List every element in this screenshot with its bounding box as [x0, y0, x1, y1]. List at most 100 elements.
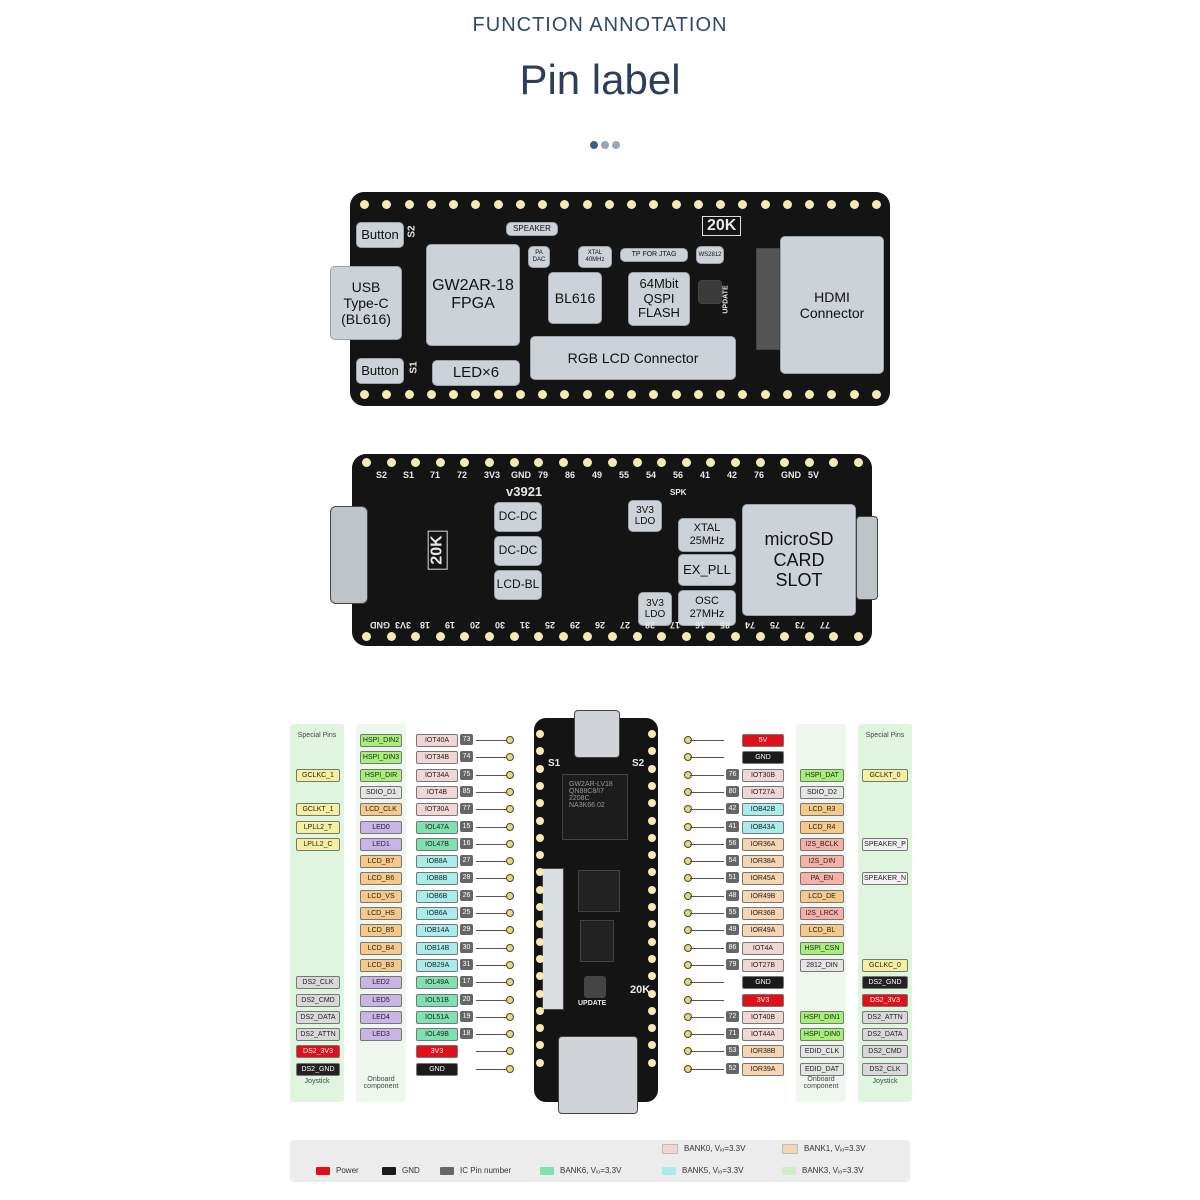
- button-bottom-label: Button: [356, 358, 404, 384]
- right-io-label: IOR38B: [742, 1045, 784, 1059]
- right-io-label: IOT27A: [742, 785, 784, 799]
- right-wire: [690, 1051, 724, 1053]
- left-wire-dot: [506, 736, 514, 744]
- right-pin-number: 42: [726, 803, 739, 815]
- top-board-pad-top: [538, 200, 548, 209]
- bottom-board-pad-bottom: [460, 632, 470, 641]
- left-special-pin-label: DS2_CMD: [296, 993, 340, 1007]
- bottom-board-pad-top: [681, 458, 691, 467]
- top-board-pad-top: [782, 200, 792, 209]
- left-io-label: IOB6A: [416, 907, 458, 920]
- bottom-board-bottom-pin-label: GND: [370, 620, 390, 630]
- pinmap-s1-label: S1: [548, 758, 561, 769]
- bottom-board-bottom-pin-label: 77: [820, 620, 831, 630]
- bottom-board-bottom-pin-label: 73: [795, 620, 806, 630]
- top-board-pad-bottom: [471, 390, 481, 399]
- left-special-pin-label: DS2_ATTN: [296, 1028, 340, 1042]
- pinmap-board-pad-right: [648, 799, 656, 808]
- bottom-board-top-pin-label: 71: [430, 470, 441, 480]
- left-joystick-title: Joystick: [304, 1078, 330, 1085]
- left-wire: [476, 1051, 508, 1053]
- top-board-pad-top: [649, 200, 659, 209]
- bottom-board-top-pin-label: 72: [457, 470, 468, 480]
- bottom-board-pad-top: [411, 458, 421, 467]
- left-wire-dot: [506, 805, 514, 814]
- left-wire-dot: [506, 822, 514, 831]
- left-wire-dot: [506, 909, 514, 917]
- top-board-pad-top: [872, 200, 881, 209]
- top-board-pad-bottom: [827, 390, 837, 399]
- 20k-badge: 20K: [702, 216, 742, 236]
- pinmap-board-pad-left: [536, 747, 544, 756]
- right-onboard-title: Onboard component: [803, 1076, 839, 1090]
- left-io-label: IOB8B: [416, 872, 458, 886]
- top-board-pad-bottom: [805, 390, 815, 399]
- right-io-label: IOT4A: [742, 941, 784, 955]
- microsd-slot-label: microSD CARD SLOT: [742, 504, 856, 616]
- top-board-pad-bottom: [426, 390, 436, 399]
- top-board-pad-bottom: [560, 390, 570, 399]
- flash-label: 64Mbit QSPI FLASH: [628, 272, 690, 326]
- right-io-label: IOR45A: [742, 872, 784, 886]
- left-io-label: IOB14B: [416, 941, 458, 955]
- top-board-pad-top: [449, 200, 459, 209]
- left-wire: [476, 843, 508, 845]
- pinmap-board-pad-right: [648, 747, 656, 756]
- left-component-label: LCD_B3: [360, 958, 402, 972]
- pinmap-fpga-chip: GW2AR-LV18 QN88C8/I7 2208C NA3K66.02: [562, 774, 628, 840]
- right-wire: [690, 947, 724, 949]
- bottom-board-pad-bottom: [435, 632, 445, 641]
- left-wire: [476, 947, 508, 949]
- left-pin-number: 31: [460, 958, 473, 970]
- bottom-board-pad-bottom: [731, 632, 740, 641]
- left-pin-number: 19: [460, 1010, 473, 1022]
- left-io-label: IOB29A: [416, 958, 458, 972]
- bottom-board-pad-top: [780, 458, 790, 467]
- bottom-board-pad-bottom: [632, 632, 642, 641]
- left-component-label: LED5: [360, 993, 402, 1007]
- right-wire: [690, 895, 724, 897]
- left-wire-dot: [506, 839, 514, 848]
- left-special-pin-label: DS2_3V3: [296, 1045, 340, 1059]
- legend-bank1: BANK1, Vᵢₒ=3.3V: [782, 1144, 865, 1154]
- right-io-label: IOB43A: [742, 820, 784, 834]
- bottom-board-bottom-pin-label: 75: [770, 620, 781, 630]
- bottom-board-pad-top: [804, 458, 814, 467]
- pinmap-board-pad-left: [536, 920, 544, 929]
- right-io-label: IOR39A: [742, 1062, 784, 1076]
- fpga-label: GW2AR-18 FPGA: [426, 244, 520, 346]
- right-special-pin-label: DS2_CMD: [862, 1045, 908, 1059]
- bottom-board-bottom-pin-label: 74: [745, 620, 756, 630]
- left-wire: [476, 826, 508, 828]
- bottom-board-pad-top: [558, 458, 568, 467]
- pinmap-board-pad-left: [536, 816, 544, 825]
- bottom-board-bottom-pin-label: 29: [570, 620, 581, 630]
- left-wire-dot: [506, 874, 514, 883]
- right-special-pin-label: SPEAKER_N: [862, 872, 908, 886]
- right-wire: [690, 982, 724, 984]
- bottom-board-bottom-pin-label: 28: [645, 620, 656, 630]
- left-component-label: LCD_VS: [360, 889, 402, 903]
- pinmap-update-button: [584, 976, 606, 998]
- ldo-bottom-label: 3V3 LDO: [638, 592, 672, 626]
- bottom-board-pad-bottom: [608, 632, 617, 641]
- top-board-pad-top: [582, 200, 592, 209]
- pinmap-hdmi: [558, 1036, 638, 1114]
- bottom-board-top-pin-label: 79: [538, 470, 549, 480]
- right-special-pin-label: DS2_ATTN: [862, 1010, 908, 1024]
- pinmap-board-pad-left: [536, 1041, 544, 1050]
- pinmap-board-pad-right: [648, 868, 656, 877]
- pinmap-board-pad-right: [648, 730, 656, 738]
- left-special-pin-label: LPLL2_C: [296, 837, 340, 851]
- right-wire: [690, 1068, 724, 1070]
- version-label: v3921: [506, 484, 543, 499]
- right-wire: [690, 1016, 724, 1018]
- bottom-board-bottom-pin-label: 30: [495, 620, 506, 630]
- left-io-label: IOT30A: [416, 803, 458, 817]
- right-special-pin-label: DS2_3V3: [862, 993, 908, 1007]
- top-board-pad-top: [404, 200, 414, 209]
- bottom-board-pad-bottom: [485, 632, 494, 641]
- tp-jtag-label: TP FOR JTAG: [620, 248, 688, 262]
- bottom-board-bottom-pin-label: 26: [595, 620, 606, 630]
- right-io-label: 3V3: [742, 993, 784, 1007]
